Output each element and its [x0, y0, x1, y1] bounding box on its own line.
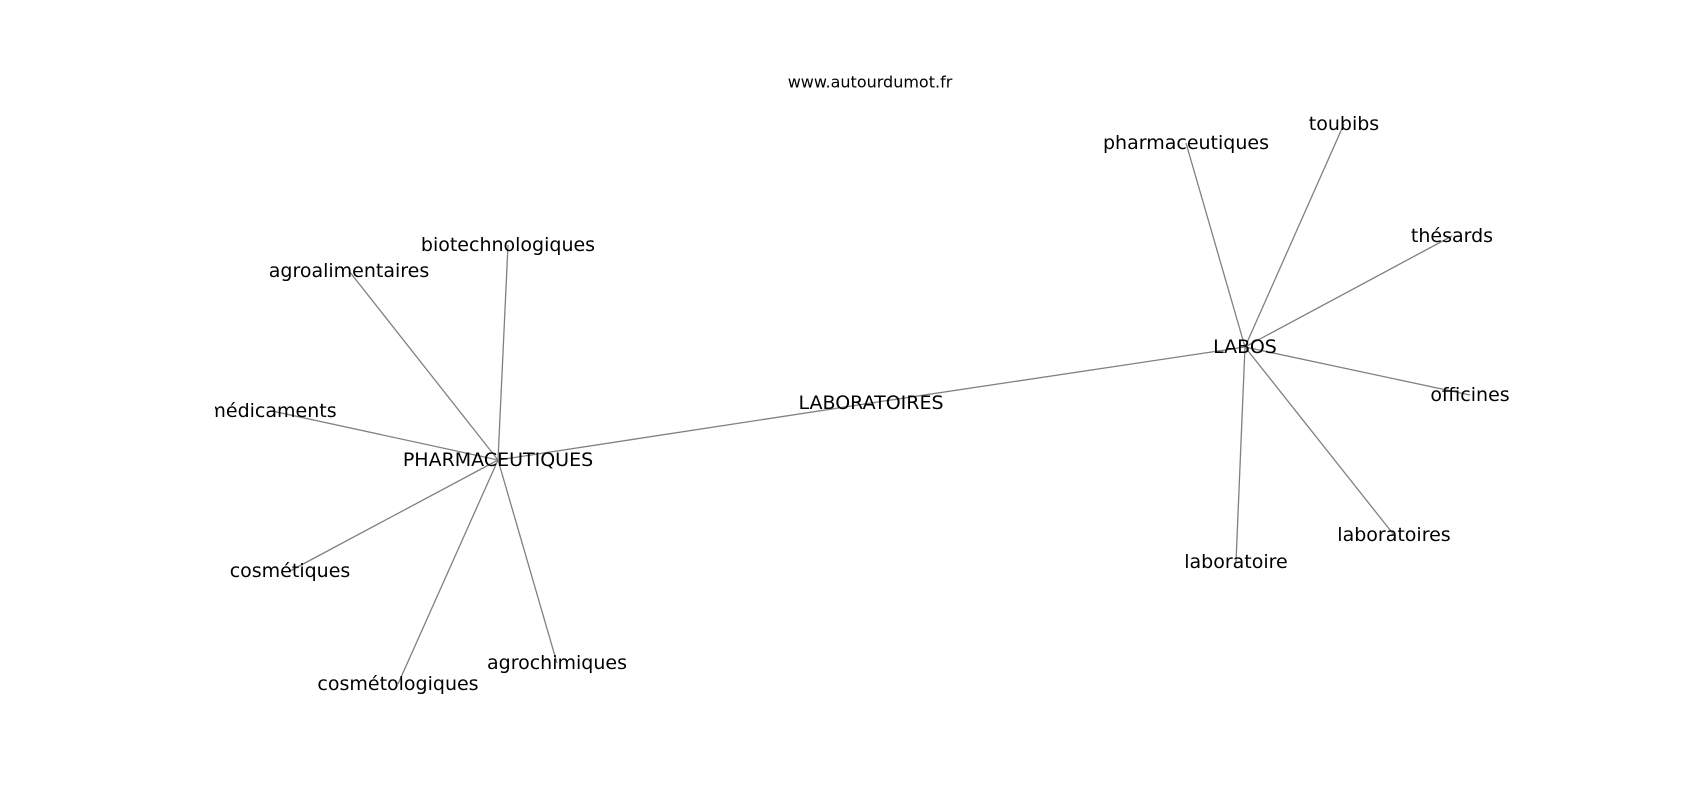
node-labos-hub[interactable]: LABOS	[1213, 336, 1277, 358]
edge-labos_hub-officines	[1244, 346, 1471, 396]
edge-pharmaceutiques_hub-agroalimentaires	[348, 270, 499, 461]
node-officines[interactable]: officines	[1430, 384, 1509, 406]
edge-pharmaceutiques_hub-medicaments	[271, 410, 499, 461]
node-laboratoires-center[interactable]: LABORATOIRES	[798, 392, 943, 414]
edge-pharmaceutiques_hub-agrochimiques	[497, 459, 558, 664]
node-pharmaceutiques[interactable]: pharmaceutiques	[1103, 132, 1269, 154]
node-medicaments[interactable]: médicaments	[207, 400, 337, 422]
node-cosmetiques[interactable]: cosmétiques	[230, 560, 351, 582]
node-pharmaceutiques-hub[interactable]: PHARMACEUTIQUES	[403, 449, 593, 471]
edge-laboratoires_center-labos_hub	[870, 346, 1246, 404]
node-cosmetologiques[interactable]: cosmétologiques	[317, 673, 478, 695]
node-agrochimiques[interactable]: agrochimiques	[487, 652, 627, 674]
node-biotechnologiques[interactable]: biotechnologiques	[421, 234, 595, 256]
edge-labos_hub-thesards	[1244, 235, 1453, 348]
node-thesards[interactable]: thésards	[1411, 225, 1493, 247]
node-laboratoires[interactable]: laboratoires	[1337, 524, 1450, 546]
edge-pharmaceutiques_hub-biotechnologiques	[497, 244, 509, 461]
edge-labos_hub-toubibs	[1244, 123, 1345, 348]
edge-labos_hub-pharmaceutiques	[1185, 142, 1246, 348]
node-laboratoire[interactable]: laboratoire	[1184, 551, 1288, 573]
edge-labos_hub-laboratoires	[1244, 346, 1395, 536]
graph-edges	[271, 123, 1471, 685]
node-agroalimentaires[interactable]: agroalimentaires	[269, 260, 430, 282]
edge-pharmaceutiques_hub-cosmetologiques	[397, 459, 499, 685]
edge-labos_hub-laboratoire	[1235, 346, 1246, 563]
graph-labels: LABORATOIRES PHARMACEUTIQUES LABOS biote…	[207, 113, 1510, 695]
watermark-text: www.autourdumot.fr	[788, 73, 953, 92]
node-toubibs[interactable]: toubibs	[1309, 113, 1379, 135]
edge-pharmaceutiques_hub-laboratoires_center	[497, 402, 872, 461]
edge-pharmaceutiques_hub-cosmetiques	[289, 459, 499, 572]
